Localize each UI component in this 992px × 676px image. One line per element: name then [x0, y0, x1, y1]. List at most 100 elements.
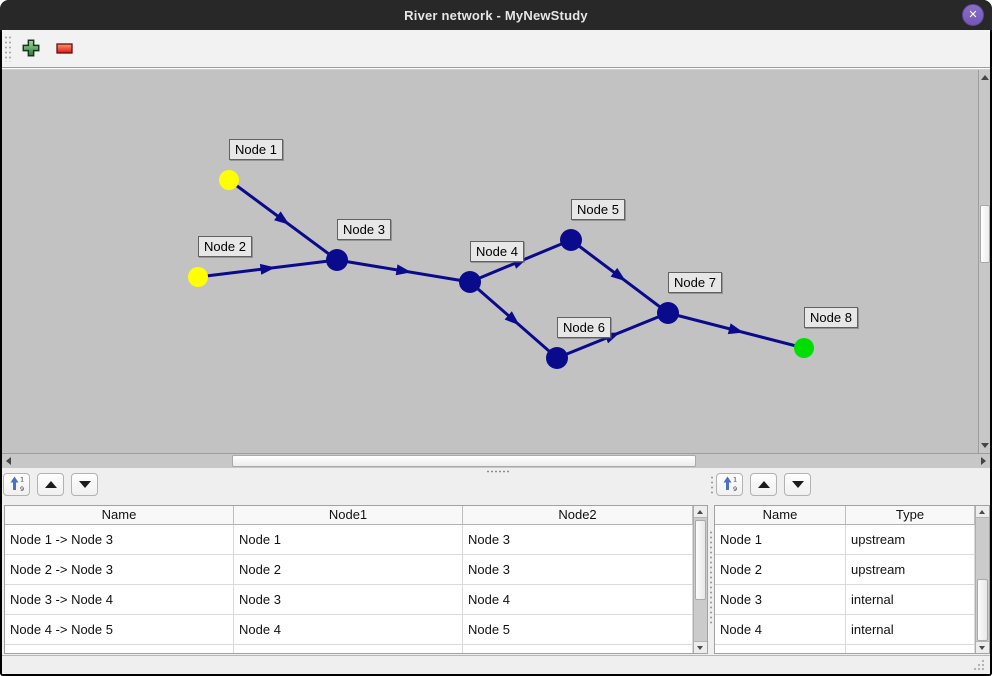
- table-cell[interactable]: Node 1: [234, 525, 463, 555]
- move-reach-down-button[interactable]: [71, 473, 98, 496]
- table-cell[interactable]: Node 4: [463, 585, 693, 615]
- node-label: Node 2: [198, 236, 252, 257]
- river-node-circle[interactable]: [794, 338, 814, 358]
- main-toolbar: [2, 30, 990, 67]
- reaches-table-scrollbar[interactable]: [693, 506, 707, 653]
- scroll-down-icon[interactable]: [694, 641, 707, 653]
- node-label: Node 5: [571, 199, 625, 220]
- table-row[interactable]: [715, 645, 975, 653]
- table-cell[interactable]: internal: [846, 585, 975, 615]
- window-resize-grip-icon[interactable]: [972, 658, 986, 672]
- minus-icon: [55, 42, 73, 57]
- flow-direction-arrow-icon: [259, 263, 276, 275]
- table-cell[interactable]: Node 3 -> Node 4: [5, 585, 234, 615]
- table-cell[interactable]: Node 4 -> Node 5: [5, 615, 234, 645]
- scroll-up-icon[interactable]: [976, 506, 989, 518]
- table-cell[interactable]: internal: [846, 615, 975, 645]
- table-cell[interactable]: upstream: [846, 555, 975, 585]
- table-cell[interactable]: Node 4: [234, 615, 463, 645]
- scroll-left-icon[interactable]: [6, 457, 11, 465]
- table-cell[interactable]: upstream: [846, 525, 975, 555]
- river-node-circle[interactable]: [459, 271, 481, 293]
- scroll-down-icon[interactable]: [976, 641, 989, 653]
- table-cell[interactable]: Node 3: [234, 585, 463, 615]
- move-node-up-button[interactable]: [750, 473, 777, 496]
- scroll-up-icon[interactable]: [694, 506, 707, 518]
- vertical-splitter-handle[interactable]: [709, 530, 713, 625]
- river-node-circle[interactable]: [560, 229, 582, 251]
- river-node-circle[interactable]: [657, 302, 679, 324]
- table-cell[interactable]: Node 4: [715, 615, 846, 645]
- titlebar: River network - MyNewStudy ✕: [0, 0, 992, 30]
- svg-text:9: 9: [20, 485, 24, 492]
- column-header[interactable]: Name: [5, 506, 234, 525]
- nodes-toolbar-grip-handle[interactable]: [710, 475, 714, 495]
- plus-icon: [22, 39, 40, 60]
- table-cell[interactable]: Node 2: [715, 555, 846, 585]
- river-node-circle[interactable]: [219, 170, 239, 190]
- scroll-up-icon[interactable]: [981, 75, 989, 80]
- column-header[interactable]: Node2: [463, 506, 693, 525]
- toolbar-grip-handle[interactable]: [4, 35, 12, 62]
- canvas-vertical-scrollbar[interactable]: [978, 70, 990, 453]
- down-triangle-icon: [791, 481, 804, 488]
- add-button[interactable]: [19, 37, 43, 61]
- close-button[interactable]: ✕: [962, 4, 984, 26]
- table-cell[interactable]: Node 1 -> Node 3: [5, 525, 234, 555]
- table-cell[interactable]: [234, 645, 463, 653]
- column-header[interactable]: Name: [715, 506, 846, 525]
- up-triangle-icon: [757, 481, 770, 488]
- column-header[interactable]: Node1: [234, 506, 463, 525]
- table-cell[interactable]: [463, 645, 693, 653]
- move-node-down-button[interactable]: [784, 473, 811, 496]
- node-label: Node 4: [470, 241, 524, 262]
- vertical-scroll-thumb[interactable]: [980, 205, 990, 263]
- table-cell[interactable]: Node 1: [715, 525, 846, 555]
- table-cell[interactable]: [715, 645, 846, 653]
- table-scroll-thumb[interactable]: [695, 520, 706, 600]
- table-cell[interactable]: Node 2 -> Node 3: [5, 555, 234, 585]
- table-cell[interactable]: [5, 645, 234, 653]
- table-cell[interactable]: Node 3: [463, 555, 693, 585]
- horizontal-scroll-thumb[interactable]: [232, 455, 696, 467]
- nodes-sort-toolbar: 1 9: [716, 473, 811, 496]
- horizontal-splitter-handle[interactable]: [486, 470, 510, 473]
- nodes-table-scrollbar[interactable]: [975, 506, 989, 653]
- canvas-horizontal-scrollbar[interactable]: [2, 453, 990, 468]
- sort-reaches-button[interactable]: 1 9: [3, 473, 30, 496]
- table-scroll-thumb[interactable]: [977, 579, 988, 641]
- node-label: Node 1: [229, 139, 283, 160]
- table-row[interactable]: [5, 645, 693, 653]
- river-node-circle[interactable]: [188, 267, 208, 287]
- table-cell[interactable]: [846, 645, 975, 653]
- table-cell[interactable]: Node 3: [463, 525, 693, 555]
- table-cell[interactable]: Node 3: [715, 585, 846, 615]
- scroll-down-icon[interactable]: [981, 443, 989, 448]
- table-cell[interactable]: Node 5: [463, 615, 693, 645]
- river-node-circle[interactable]: [326, 249, 348, 271]
- window-title: River network - MyNewStudy: [404, 7, 588, 23]
- river-node-circle[interactable]: [546, 347, 568, 369]
- status-bar: [2, 655, 990, 674]
- scroll-right-icon[interactable]: [981, 457, 986, 465]
- column-header[interactable]: Type: [846, 506, 975, 525]
- sort-nodes-button[interactable]: 1 9: [716, 473, 743, 496]
- remove-button[interactable]: [52, 37, 76, 61]
- flow-direction-arrow-icon: [610, 267, 626, 282]
- node-label: Node 7: [668, 272, 722, 293]
- move-reach-up-button[interactable]: [37, 473, 64, 496]
- down-triangle-icon: [78, 481, 91, 488]
- table-cell[interactable]: Node 2: [234, 555, 463, 585]
